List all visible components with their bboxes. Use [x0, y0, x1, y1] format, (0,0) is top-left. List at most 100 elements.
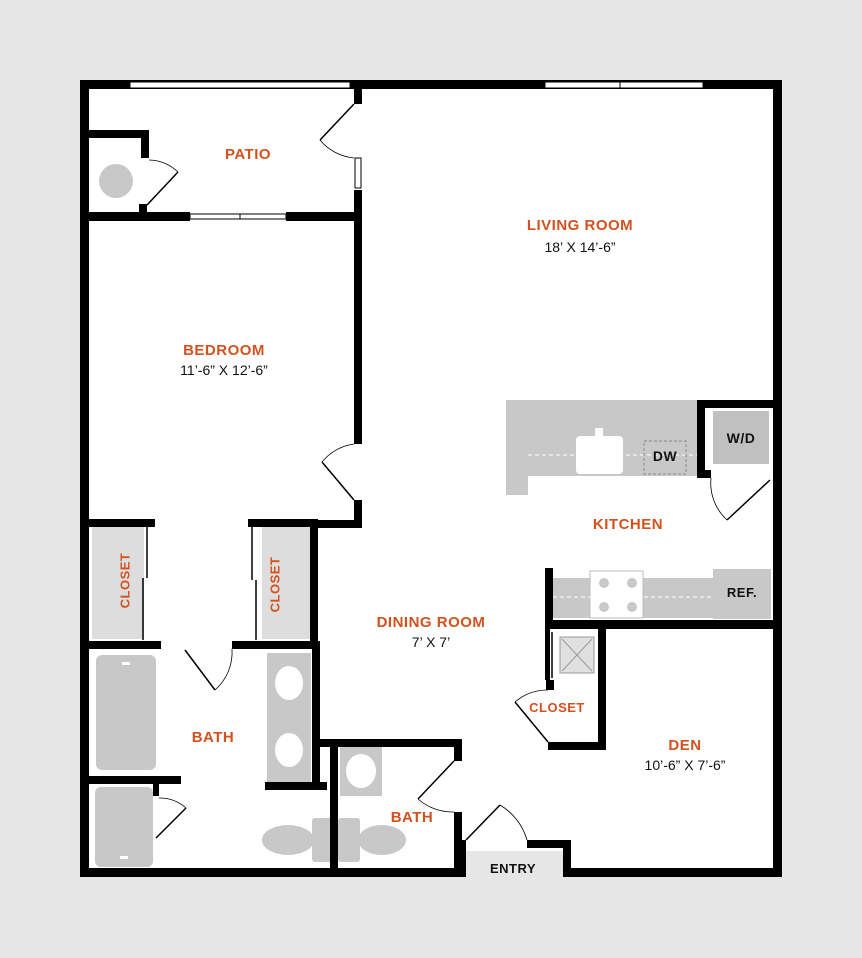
- door-wd-swing: [710, 477, 728, 521]
- wall-closets-bottom: [89, 641, 161, 649]
- wall-patio-right-b: [354, 190, 362, 221]
- wall-patio-closet-side: [141, 130, 149, 158]
- dishwasher-label: DW: [652, 448, 678, 464]
- living-room-label: LIVING ROOM: [526, 217, 634, 234]
- bathtub-lower: [95, 787, 153, 867]
- door-tub: [155, 807, 187, 839]
- wall-patio-bottom-b: [286, 212, 362, 221]
- door-bath: [184, 649, 216, 691]
- wall-hall-closet-right: [598, 620, 606, 750]
- wall-wd-left: [697, 400, 705, 478]
- washer-dryer: [713, 411, 769, 464]
- door-patio-swing: [319, 139, 355, 159]
- wall-closet-right-side: [310, 519, 318, 649]
- wall-patio-bottom: [80, 212, 190, 221]
- entry-floor: [463, 851, 563, 884]
- wall-kitchen-den: [545, 620, 782, 629]
- door-tub-swing: [158, 797, 187, 809]
- bathtub-upper: [96, 655, 156, 770]
- dishwasher-box: [643, 440, 687, 475]
- door-small-bath: [417, 760, 455, 800]
- wall-bottom-right: [563, 868, 782, 877]
- water-heater-x2: [561, 638, 593, 672]
- wall-hall-closet-bottom: [548, 742, 606, 750]
- door-patio-closet: [146, 171, 179, 206]
- wall-bath-tub-side: [153, 784, 159, 796]
- doors: [142, 103, 771, 841]
- bedroom-label: BEDROOM: [183, 342, 265, 359]
- living-room-dimensions: 18’ X 14’-6”: [544, 239, 616, 255]
- small-bath-sink: [346, 754, 376, 788]
- bedroom-dimensions: 11’-6” X 12’-6”: [180, 362, 268, 378]
- entry-jamb-right-v: [563, 840, 571, 877]
- wall-wd-top: [697, 400, 777, 408]
- window-bedroom: [189, 213, 287, 220]
- window-patio-side: [354, 157, 362, 189]
- closet-right-label: CLOSET: [267, 556, 283, 613]
- wall-small-bath-right: [454, 739, 462, 761]
- refrigerator: [713, 569, 771, 619]
- wall-wd-bottom: [697, 470, 711, 478]
- patio-round-object: [99, 164, 133, 198]
- toilet-left-bowl: [262, 825, 314, 855]
- fixture-details: [120, 428, 713, 859]
- wall-hall-closet-left: [545, 620, 550, 680]
- door-wd: [726, 479, 771, 521]
- wall-bedroom-right: [354, 212, 362, 444]
- walls: [80, 80, 782, 877]
- washer-dryer-label: W/D: [726, 430, 756, 446]
- entry-label: ENTRY: [489, 861, 537, 876]
- door-bedroom-swing: [321, 443, 355, 463]
- floor-area: [82, 82, 780, 874]
- toilet-right-tank: [338, 818, 360, 862]
- door-patio: [319, 103, 355, 141]
- door-hall-closet-swing: [514, 689, 549, 703]
- faucet: [595, 428, 603, 442]
- vanity-sink-2: [275, 733, 303, 767]
- burner-4: [627, 602, 637, 612]
- wall-left: [80, 80, 89, 877]
- door-entry: [465, 804, 501, 841]
- closet-hall-label: CLOSET: [529, 700, 585, 715]
- patio-label: PATIO: [224, 146, 272, 163]
- vanity-sink-1: [275, 666, 303, 700]
- wall-kitchen-left: [545, 568, 553, 628]
- kitchen-label: KITCHEN: [592, 516, 664, 533]
- wall-small-bath-left: [330, 739, 338, 877]
- wall-bedroom-bottom-stub: [310, 520, 362, 528]
- burner-3: [599, 602, 609, 612]
- wall-closets-bottom-b: [232, 641, 318, 649]
- toilet-right-bowl: [358, 825, 406, 855]
- door-small-bath-swing: [417, 798, 455, 813]
- closet-right-area: [262, 527, 310, 639]
- door-entry-swing: [499, 804, 528, 841]
- wall-right: [773, 80, 782, 877]
- bath-main-label: BATH: [191, 729, 235, 746]
- kitchen-counter-upper: [506, 400, 528, 495]
- windows: [129, 81, 704, 220]
- tub-drain-lower: [120, 856, 128, 859]
- window-patio-top: [129, 81, 351, 89]
- door-bedroom: [321, 461, 355, 501]
- wall-patio-closet-top: [89, 130, 149, 138]
- den-label: DEN: [668, 737, 702, 754]
- door-patio-closet-swing: [148, 159, 179, 173]
- door-hall-closet: [514, 701, 549, 743]
- wall-small-bath-top: [320, 739, 462, 747]
- window-living-top: [544, 81, 704, 89]
- wall-hall-closet-stub: [546, 680, 554, 690]
- tub-drain-upper: [122, 662, 130, 665]
- wall-bedroom-right-b: [354, 500, 362, 528]
- burner-2: [627, 578, 637, 588]
- wall-bath-vanity-bottom: [265, 782, 327, 790]
- wall-bath-right: [312, 641, 320, 789]
- refrigerator-label: REF.: [726, 585, 758, 600]
- closet-left-label: CLOSET: [117, 552, 133, 609]
- wall-patio-closet-stub: [139, 204, 147, 216]
- toilet-left-tank: [312, 818, 334, 862]
- burner-1: [599, 578, 609, 588]
- dining-room-dimensions: 7’ X 7’: [411, 634, 451, 650]
- wall-small-bath-right-b: [454, 812, 462, 870]
- bath-small-label: BATH: [390, 809, 434, 826]
